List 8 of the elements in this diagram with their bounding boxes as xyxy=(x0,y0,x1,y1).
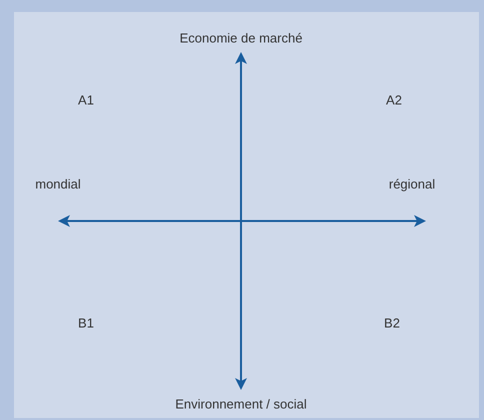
quadrant-label: A2 xyxy=(386,94,402,106)
quadrant-label: A1 xyxy=(78,94,94,106)
quadrant-label: B2 xyxy=(384,316,400,330)
axis-label: régional xyxy=(388,178,436,190)
axis-label: mondial xyxy=(35,178,81,190)
axis-label: Environnement / social xyxy=(175,398,307,410)
quadrant-label: B1 xyxy=(78,316,94,330)
axis-label: Economie de marché xyxy=(180,32,302,44)
